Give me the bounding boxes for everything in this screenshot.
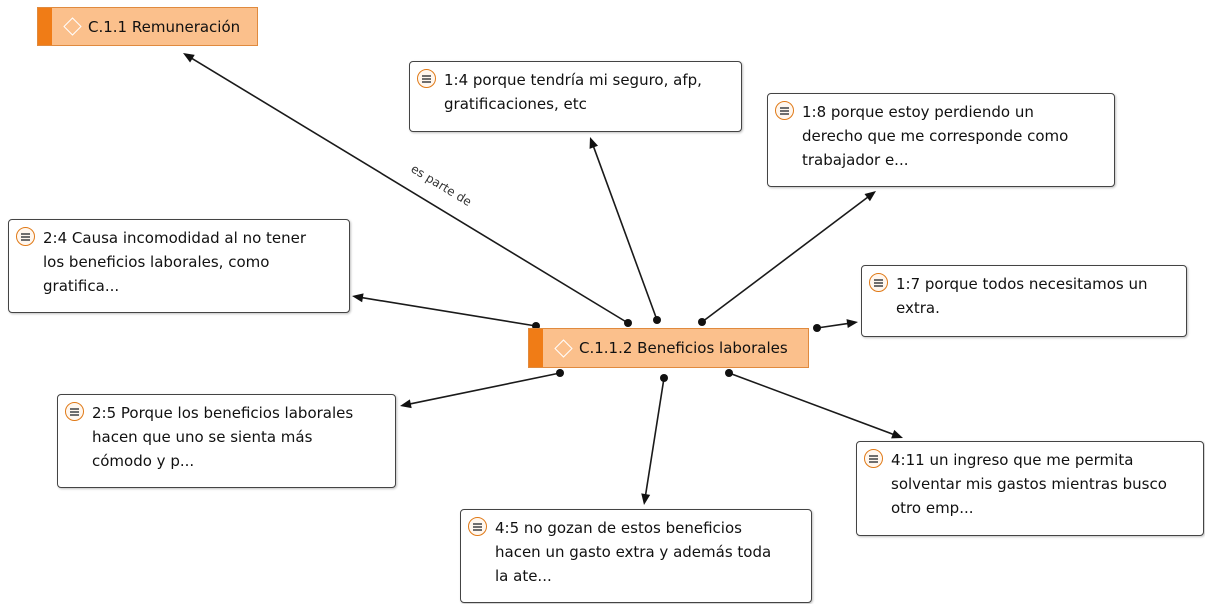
- connector-dot: [813, 324, 821, 332]
- quote-line: otro emp...: [891, 499, 974, 517]
- quote-line: cómodo y p...: [92, 452, 195, 470]
- arrowhead: [400, 399, 412, 409]
- quote-node-4-5[interactable]: 4:5 no gozan de estos beneficios hacen u…: [460, 509, 812, 603]
- code-node-beneficios-laborales[interactable]: C.1.1.2 Beneficios laborales: [528, 328, 809, 368]
- connector-dot: [698, 318, 706, 326]
- quote-line: 1:4 porque tendría mi seguro, afp,: [444, 71, 702, 89]
- connector-line: [408, 372, 561, 405]
- arrowhead: [352, 293, 364, 303]
- code-label: C.1.1 Remuneración: [88, 17, 241, 36]
- quote-text: 1:7 porque todos necesitamos un extra.: [896, 272, 1178, 320]
- edge-to-quote-4-5[interactable]: [641, 374, 668, 505]
- code-node-remuneracion[interactable]: C.1.1 Remuneración: [37, 7, 258, 46]
- connector-line: [360, 296, 537, 327]
- quote-node-2-4[interactable]: 2:4 Causa incomodidad al no tener los be…: [8, 219, 350, 313]
- quote-line: extra.: [896, 299, 940, 317]
- diamond-icon: [554, 338, 573, 358]
- quote-line: 1:8 porque estoy perdiendo un: [802, 103, 1034, 121]
- code-label: C.1.1.2 Beneficios laborales: [579, 339, 788, 357]
- connector-line: [816, 322, 850, 329]
- quote-node-1-7[interactable]: 1:7 porque todos necesitamos un extra.: [861, 265, 1187, 337]
- edge-to-quote-1-7[interactable]: [813, 319, 858, 332]
- quote-line: hacen que uno se sienta más: [92, 428, 313, 446]
- quote-line: 1:7 porque todos necesitamos un: [896, 275, 1148, 293]
- quote-line: derecho que me corresponde como: [802, 127, 1069, 145]
- arrowhead: [846, 319, 858, 329]
- edge-to-quote-2-5[interactable]: [400, 369, 564, 409]
- arrowhead: [864, 191, 876, 202]
- edge-to-quote-1-8[interactable]: [698, 191, 876, 326]
- connector-dot: [624, 319, 632, 327]
- quote-text: 2:5 Porque los beneficios laborales hace…: [92, 401, 387, 473]
- quotation-icon: [775, 101, 794, 120]
- arrowhead: [641, 493, 651, 505]
- quotation-icon: [468, 517, 487, 536]
- connector-line: [701, 195, 870, 323]
- quote-node-1-4[interactable]: 1:4 porque tendría mi seguro, afp, grati…: [409, 61, 742, 132]
- quote-line: 2:5 Porque los beneficios laborales: [92, 404, 354, 422]
- edge-to-quote-1-4[interactable]: [589, 137, 661, 324]
- quote-text: 2:4 Causa incomodidad al no tener los be…: [43, 226, 341, 298]
- quote-text: 1:4 porque tendría mi seguro, afp, grati…: [444, 68, 733, 116]
- connector-line: [728, 372, 895, 436]
- quotation-icon: [869, 273, 888, 292]
- quote-line: los beneficios laborales, como: [43, 253, 270, 271]
- connector-dot: [725, 369, 733, 377]
- edge-to-quote-4-11[interactable]: [725, 369, 903, 439]
- connector-dot: [556, 369, 564, 377]
- relation-label: es parte de: [408, 162, 474, 209]
- arrowhead: [891, 429, 903, 439]
- quotation-icon: [16, 227, 35, 246]
- quote-line: 2:4 Causa incomodidad al no tener: [43, 229, 307, 247]
- code-color-strip: [529, 329, 543, 367]
- quote-text: 4:11 un ingreso que me permita solventar…: [891, 448, 1195, 520]
- quote-text: 1:8 porque estoy perdiendo un derecho qu…: [802, 100, 1106, 172]
- arrowhead: [183, 53, 195, 63]
- quotation-icon: [65, 402, 84, 421]
- quote-line: trabajador e...: [802, 151, 909, 169]
- quote-node-1-8[interactable]: 1:8 porque estoy perdiendo un derecho qu…: [767, 93, 1115, 187]
- code-color-strip: [38, 8, 52, 45]
- quote-line: gratificaciones, etc: [444, 95, 587, 113]
- quote-line: solventar mis gastos mientras busco: [891, 475, 1167, 493]
- quote-node-4-11[interactable]: 4:11 un ingreso que me permita solventar…: [856, 441, 1204, 536]
- quotation-icon: [864, 449, 883, 468]
- quote-text: 4:5 no gozan de estos beneficios hacen u…: [495, 516, 803, 588]
- connector-dot: [660, 374, 668, 382]
- quote-line: la ate...: [495, 567, 552, 585]
- quote-line: 4:5 no gozan de estos beneficios: [495, 519, 742, 537]
- quote-node-2-5[interactable]: 2:5 Porque los beneficios laborales hace…: [57, 394, 396, 488]
- connector-line: [592, 145, 658, 321]
- quotation-icon: [417, 69, 436, 88]
- quote-line: 4:11 un ingreso que me permita: [891, 451, 1134, 469]
- connector-dot: [653, 316, 661, 324]
- diamond-icon: [63, 17, 82, 36]
- quote-line: hacen un gasto extra y además toda: [495, 543, 772, 561]
- edge-to-quote-2-4[interactable]: [352, 293, 540, 330]
- arrowhead: [589, 137, 599, 149]
- connector-line: [644, 377, 665, 497]
- quote-line: gratifica...: [43, 277, 120, 295]
